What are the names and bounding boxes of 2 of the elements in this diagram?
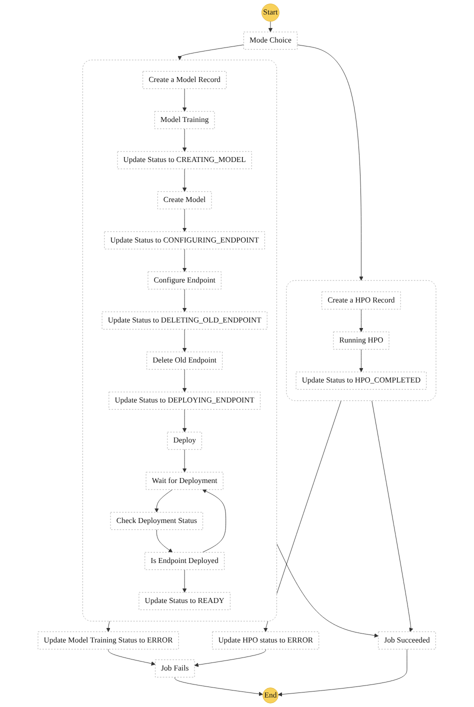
cluster [286, 280, 436, 401]
cluster [82, 60, 277, 622]
